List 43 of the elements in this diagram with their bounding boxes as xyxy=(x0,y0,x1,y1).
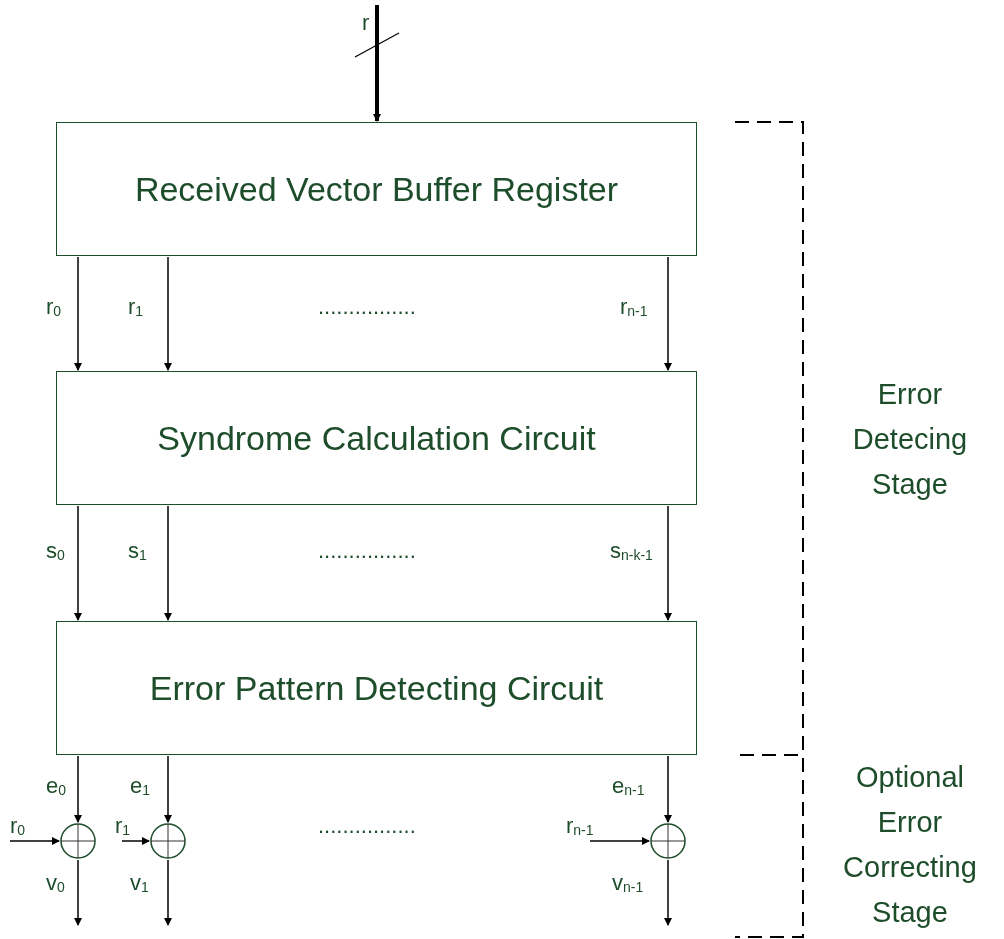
arrow xyxy=(9,837,60,845)
signal-label: r$_{1}$ xyxy=(115,815,131,837)
stage-label: Optional Error Correcting Stage xyxy=(842,760,978,930)
arrow xyxy=(589,837,650,845)
process-box xyxy=(56,371,697,505)
arrow xyxy=(664,755,672,823)
signal-label: e$_{1}$ xyxy=(130,775,151,797)
signal-label: v$_{n-1}$ xyxy=(612,872,644,894)
process-box xyxy=(56,621,697,755)
arrow xyxy=(74,256,82,371)
stage-label: Error Detecing Stage xyxy=(851,377,969,502)
box-title: Error Pattern Detecting Circuit xyxy=(149,668,604,708)
arrow xyxy=(74,505,82,621)
signal-label: r$_{1}$ xyxy=(128,296,144,318)
arrow xyxy=(164,256,172,371)
signal-label: v$_{0}$ xyxy=(46,872,65,894)
arrow xyxy=(164,755,172,823)
arrow xyxy=(164,505,172,621)
signal-label: r$_{0}$ xyxy=(10,815,26,837)
signal-label: r$_{n-1}$ xyxy=(566,815,594,837)
signal-label: s$_{n-k-1}$ xyxy=(610,540,653,562)
arrow xyxy=(74,859,82,926)
box-title: Syndrome Calculation Circuit xyxy=(157,418,596,458)
arrow xyxy=(74,755,82,823)
signal-label: r$_{n-1}$ xyxy=(620,296,648,318)
arrow xyxy=(164,859,172,926)
signal-label: v$_{1}$ xyxy=(130,872,149,894)
arrow xyxy=(664,505,672,621)
signal-label: e$_{0}$ xyxy=(46,775,67,797)
signal-label: e$_{n-1}$ xyxy=(612,775,645,797)
signal-label: r$_{0}$ xyxy=(46,296,62,318)
signal-label: s$_{1}$ xyxy=(128,540,147,562)
process-box xyxy=(56,122,697,256)
ellipsis-dots: ................ xyxy=(318,815,416,837)
arrow xyxy=(664,859,672,926)
signal-label: s$_{0}$ xyxy=(46,540,65,562)
signal-label: r xyxy=(362,12,370,34)
arrow xyxy=(121,837,150,845)
box-title: Received Vector Buffer Register xyxy=(134,169,619,209)
ellipsis-dots: ................ xyxy=(318,296,416,318)
arrow xyxy=(373,5,381,122)
arrow xyxy=(664,256,672,371)
ellipsis-dots: ................ xyxy=(318,540,416,562)
